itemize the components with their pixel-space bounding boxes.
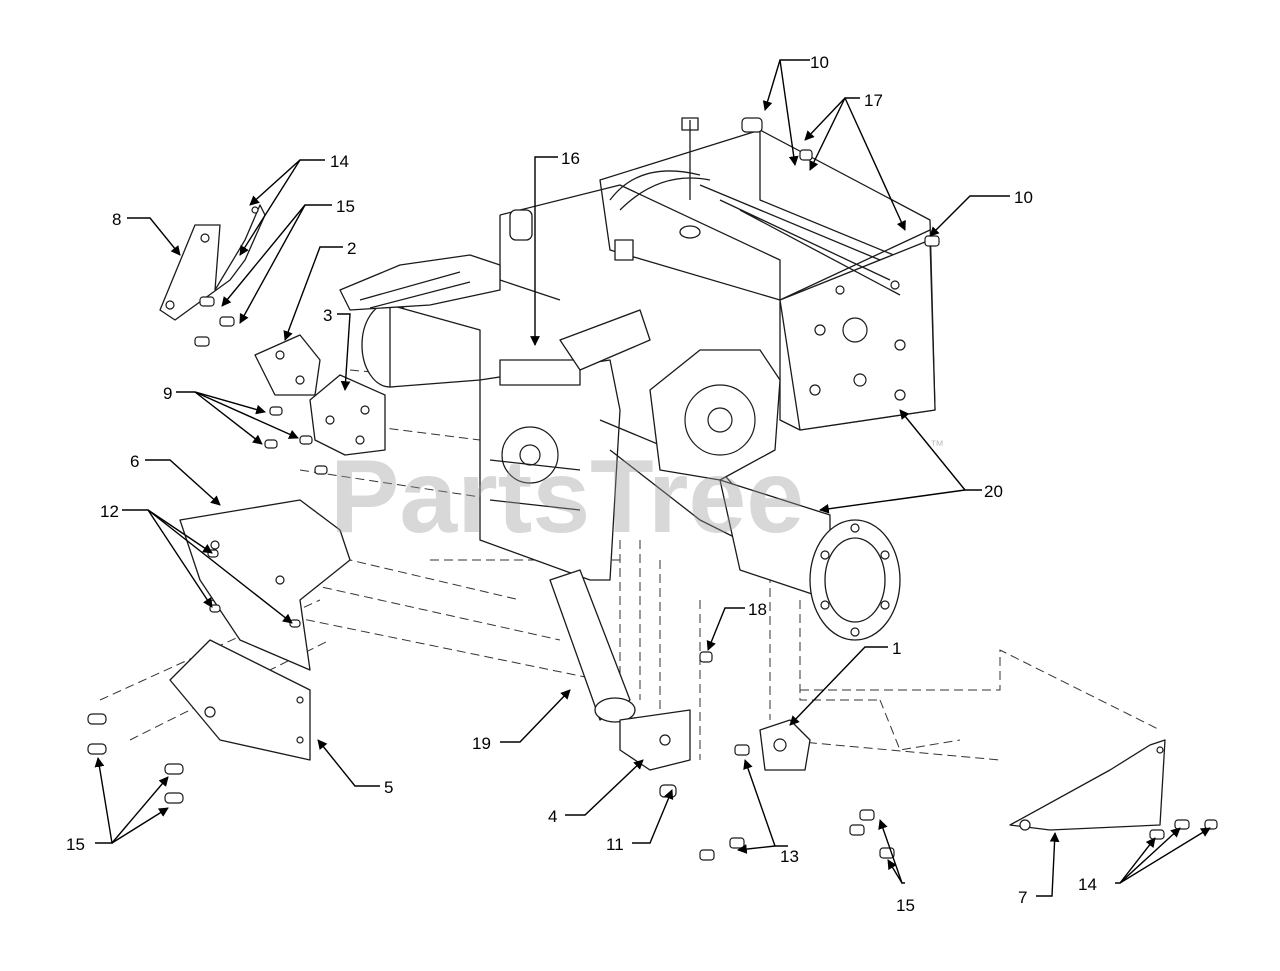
bracket-7: [1009, 739, 1166, 831]
callout-8: 8: [112, 210, 121, 229]
bracket-5: [169, 639, 311, 761]
callout-labels: 10 17 10 16 14 15 8 2 3 9 6 12 20 18 1 1…: [66, 53, 1097, 915]
callout-15-top: 15: [336, 197, 355, 216]
bracket-1: [759, 719, 811, 771]
callout-18: 18: [748, 600, 767, 619]
plate-2: [254, 334, 321, 396]
callout-6: 6: [130, 452, 139, 471]
callout-16: 16: [561, 149, 580, 168]
watermark-text: PartsTree: [330, 439, 804, 555]
callout-1: 1: [892, 639, 901, 658]
callout-13: 13: [780, 847, 799, 866]
bracket-8: [159, 204, 266, 321]
right-hydro-pump: [649, 349, 781, 481]
center-gear-case: [479, 309, 791, 581]
callout-20: 20: [984, 482, 1003, 501]
callout-5: 5: [384, 778, 393, 797]
callout-10-right: 10: [1014, 188, 1033, 207]
right-axle-assembly: [719, 479, 901, 641]
callout-14-top: 14: [330, 152, 349, 171]
callout-10-top: 10: [810, 53, 829, 72]
callout-17: 17: [864, 91, 883, 110]
bracket-6: [179, 499, 351, 671]
callout-9: 9: [163, 384, 172, 403]
callout-15-left: 15: [66, 835, 85, 854]
callout-19: 19: [472, 734, 491, 753]
callout-3: 3: [323, 306, 332, 325]
callout-12: 12: [100, 502, 119, 521]
leader-lines: [94, 59, 1211, 897]
callout-11: 11: [606, 835, 624, 854]
callout-14-bottom: 14: [1078, 875, 1097, 894]
left-axle-assembly: [339, 209, 533, 388]
callout-4: 4: [548, 807, 557, 826]
callout-15-right: 15: [896, 896, 915, 915]
drive-shaft: [549, 569, 636, 723]
callout-7: 7: [1018, 888, 1027, 907]
plate-3: [309, 374, 386, 456]
watermark-trademark: ™: [930, 437, 944, 453]
bolts: [87, 117, 1218, 861]
callout-2: 2: [347, 239, 356, 258]
transmission-housing: [499, 117, 936, 431]
bracket-4: [619, 709, 691, 771]
